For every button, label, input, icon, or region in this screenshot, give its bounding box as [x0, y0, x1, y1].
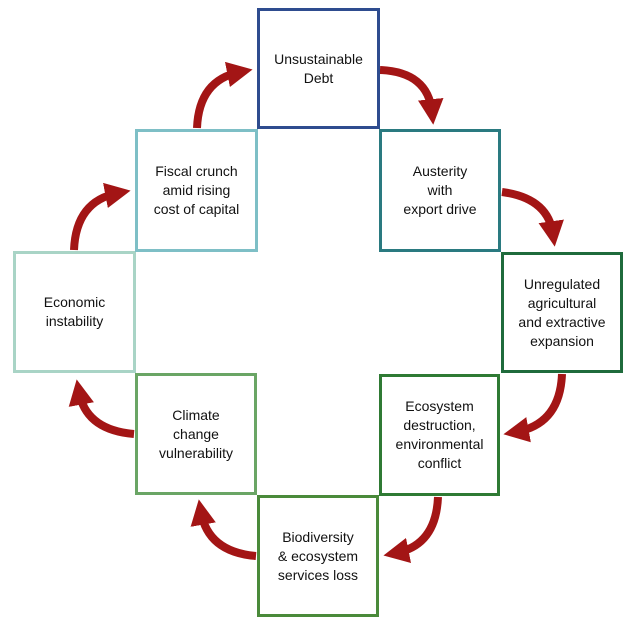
box-economic-instability: Economic instability [13, 251, 136, 373]
arrow-bio-to-climate [190, 499, 257, 560]
box-label: Climate change vulnerability [159, 406, 233, 461]
box-fiscal-crunch: Fiscal crunch amid rising cost of capita… [135, 129, 258, 252]
box-ecosystem-destruction: Ecosystem destruction, environmental con… [379, 374, 500, 496]
box-label: Economic instability [43, 294, 106, 329]
box-label: Unregulated agricultural and extractive … [518, 275, 606, 349]
arrow-eco-to-bio [383, 496, 442, 564]
box-label: Austerity with export drive [403, 163, 477, 217]
box-label: Fiscal crunch amid rising cost of capita… [153, 163, 240, 217]
arrow-agri-to-eco [503, 373, 566, 443]
box-label: Unsustainable Debt [274, 50, 363, 86]
arrow-climate-to-econ [68, 379, 135, 438]
box-biodiversity-loss: Biodiversity & ecosystem services loss [257, 495, 379, 617]
box-unsustainable-debt: Unsustainable Debt [257, 8, 380, 129]
box-austerity: Austerity with export drive [379, 129, 501, 252]
arrow-fiscal-to-debt [193, 61, 253, 129]
arrow-econ-to-fiscal [70, 182, 131, 251]
arrow-austerity-to-agri [501, 188, 564, 247]
arrow-debt-to-austerity [379, 66, 444, 125]
box-label: Ecosystem destruction, environmental con… [395, 398, 484, 471]
box-label: Biodiversity & ecosystem services loss [277, 528, 359, 583]
box-agricultural-expansion: Unregulated agricultural and extractive … [501, 252, 623, 373]
box-climate-vulnerability: Climate change vulnerability [135, 373, 257, 495]
